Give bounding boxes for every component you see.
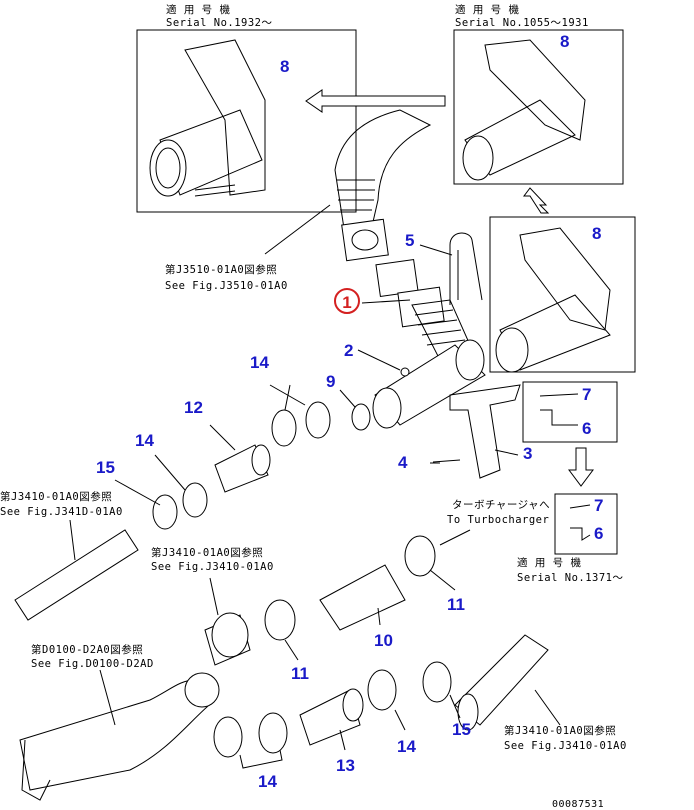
part-label: 14: [250, 353, 269, 372]
air-cleaner-pipe: [19, 679, 216, 791]
part-label: 8: [280, 57, 290, 76]
reference-jp: 第J3410-01A0図参照: [0, 491, 113, 503]
clamps: [152, 401, 452, 758]
highlighted-part-callout[interactable]: 1: [334, 288, 360, 314]
serial-label-jp: 適 用 号 機: [517, 557, 582, 569]
inset-box-1932: [136, 29, 357, 213]
inset-box-1055-1931: [453, 29, 624, 185]
reference-jp: 第J3410-01A0図参照: [504, 725, 617, 737]
part-label: 8: [592, 224, 602, 243]
part-label: 14: [397, 737, 416, 756]
part-label: 11: [291, 664, 309, 683]
turbo-note-en: To Turbocharger: [447, 514, 550, 526]
hose-10: [319, 564, 406, 631]
hose-12-end: [251, 444, 271, 476]
inset-box-bolts-1371: [554, 493, 618, 555]
leader-lines: [69, 204, 591, 769]
reference-jp: 第J3410-01A0図参照: [151, 547, 264, 559]
part-label: 3: [523, 444, 533, 463]
reference-en: See Fig.J341D-01A0: [0, 506, 123, 518]
part-label: 6: [582, 419, 592, 438]
pipe-right-end: [457, 693, 479, 731]
part-label: 15: [452, 720, 471, 739]
part-label: 8: [560, 32, 570, 51]
part-label: 6: [594, 524, 604, 543]
part-label: 7: [594, 496, 604, 515]
serial-number: Serial No.1055～1931: [455, 17, 589, 29]
reference-jp: 第J3510-01A0図参照: [165, 264, 278, 276]
part-label: 15: [96, 458, 115, 477]
reference-en: See Fig.J3410-01A0: [151, 561, 274, 573]
part-label: 5: [405, 231, 415, 250]
arrow-up-icon: [523, 187, 550, 214]
air-cleaner-pipe-end: [184, 672, 220, 708]
serial-number: Serial No.1932～: [166, 17, 273, 29]
diagram-id: 00087531: [552, 799, 605, 810]
arrow-left-icon: [305, 89, 446, 113]
part-label: 14: [135, 431, 154, 450]
part-label: 10: [374, 631, 393, 650]
o-ring-9: [351, 403, 371, 431]
pipe-left: [14, 529, 139, 621]
bolt-4: [432, 459, 461, 463]
part-label: 2: [344, 341, 354, 360]
air-cleaner-elbow-1932: [149, 39, 266, 197]
reference-en: See Fig.J3510-01A0: [165, 280, 288, 292]
part-label: 7: [582, 385, 592, 404]
hose-13-end: [342, 688, 364, 722]
bolt-2: [400, 367, 410, 377]
part-label: 9: [326, 372, 336, 391]
connector-bellows: [372, 286, 486, 429]
part-label: 14: [258, 772, 277, 791]
serial-label-jp: 適 用 号 機: [166, 4, 231, 16]
turbo-note-jp: ターボチャージャへ: [452, 499, 551, 511]
reference-jp: 第D0100-D2A0図参照: [31, 644, 144, 656]
inset-box-current: [489, 216, 636, 373]
air-cleaner-elbow-current: [495, 227, 611, 373]
bracket: [449, 384, 521, 479]
reference-en: See Fig.J3410-01A0: [504, 740, 627, 752]
hose-fitting-end: [211, 612, 249, 658]
serial-number: Serial No.1371～: [517, 572, 624, 584]
u-bolt: [449, 232, 483, 305]
reference-en: See Fig.D0100-D2AD: [31, 658, 154, 670]
arrow-down-icon: [568, 447, 594, 487]
inset-box-bolts: [522, 381, 618, 443]
bellows-upper: [334, 109, 432, 262]
part-label: 13: [336, 756, 355, 775]
part-label: 12: [184, 398, 203, 417]
serial-label-jp: 適 用 号 機: [455, 4, 520, 16]
part-label: 4: [398, 453, 408, 472]
air-cleaner-elbow-1055: [462, 39, 586, 181]
pipe-bracket: [21, 739, 51, 801]
part-label: 11: [447, 595, 465, 614]
